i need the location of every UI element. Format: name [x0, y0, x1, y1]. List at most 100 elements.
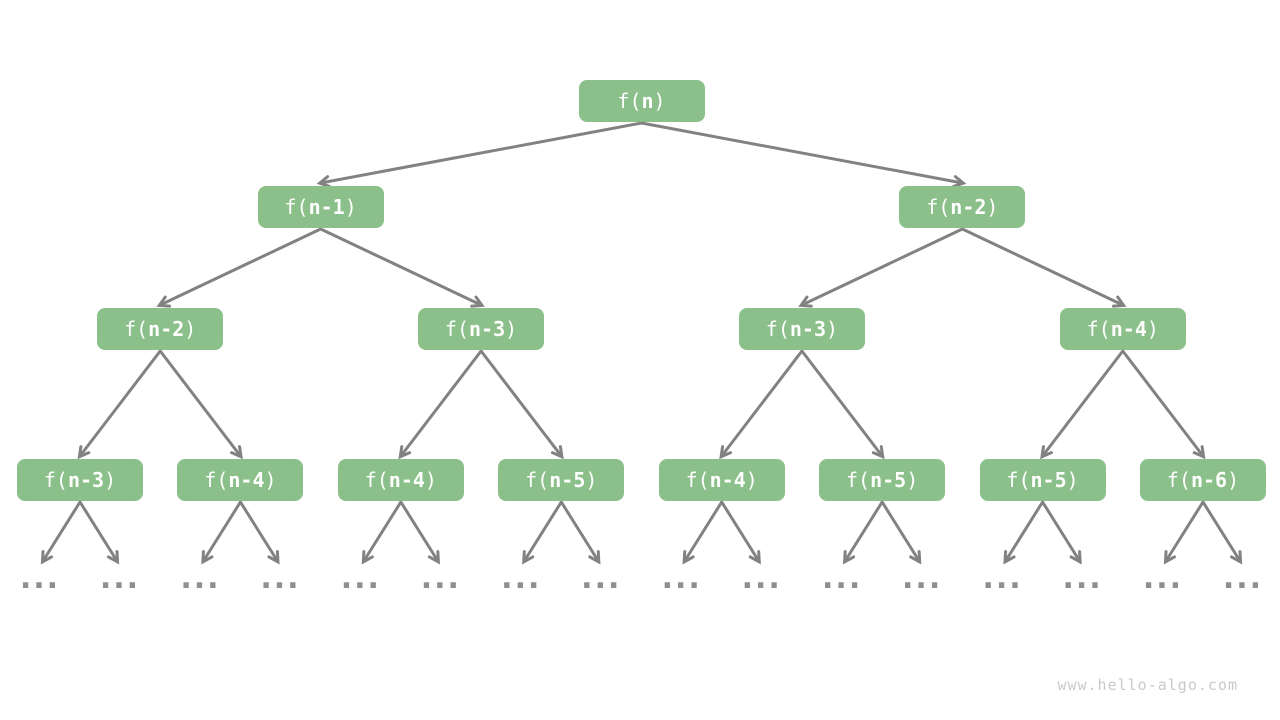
tree-edge	[316, 121, 643, 188]
node-label: n-6	[1190, 468, 1228, 492]
node-label: f(	[926, 195, 951, 219]
tree-edge	[1201, 500, 1243, 565]
ellipsis-dots: ...	[501, 561, 542, 596]
tree-edge	[640, 121, 967, 188]
tree-node-f-n-4: f(n-4)	[658, 459, 785, 501]
node-label: f(	[204, 468, 229, 492]
node-label: f(	[685, 468, 710, 492]
node-label: )	[264, 468, 277, 492]
node-label: )	[344, 195, 357, 219]
tree-node-f-n-5: f(n-5)	[979, 459, 1106, 501]
tree-edge	[1163, 500, 1205, 565]
node-label: f(	[1166, 468, 1191, 492]
node-label: f(	[1006, 468, 1031, 492]
node-label: f(	[284, 195, 309, 219]
node-label: n-4	[388, 468, 425, 492]
tree-node-f-n-3: f(n-3)	[738, 308, 865, 350]
node-label: n	[641, 89, 654, 113]
ellipsis-dots: ...	[1142, 561, 1184, 596]
node-label: )	[1227, 468, 1240, 492]
tree-node-f-n: f(n)	[578, 80, 705, 122]
tree-node-f-n-2: f(n-2)	[97, 308, 224, 350]
node-label: n-3	[789, 317, 826, 341]
node-label: )	[986, 195, 999, 219]
tree-edge	[201, 500, 242, 565]
tree-node-f-n-1: f(n-1)	[257, 186, 384, 228]
node-label: )	[104, 468, 117, 492]
tree-edge	[156, 227, 323, 308]
node-label: n-5	[870, 468, 907, 492]
tree-node-f-n-4: f(n-4)	[177, 459, 304, 501]
ellipsis-dots: ...	[19, 561, 61, 596]
tree-node-f-n-2: f(n-2)	[899, 186, 1026, 228]
tree-edge	[682, 500, 724, 565]
ellipsis-dots: ...	[340, 561, 381, 596]
tree-edge	[559, 500, 601, 565]
tree-node-f-n-6: f(n-6)	[1140, 459, 1266, 501]
tree-edge	[238, 500, 280, 565]
node-label: f(	[846, 468, 871, 492]
tree-edge	[1121, 349, 1206, 460]
tree-edge	[842, 500, 884, 565]
node-label: f(	[617, 89, 642, 113]
ellipsis-dots: ...	[581, 561, 622, 596]
node-label: )	[424, 468, 437, 492]
tree-edge	[398, 349, 483, 460]
node-label: n-5	[1030, 468, 1067, 492]
tree-node-f-n-4: f(n-4)	[337, 459, 464, 501]
node-label: )	[184, 317, 197, 341]
node-label: f(	[525, 468, 550, 492]
tree-edge	[361, 500, 403, 565]
node-label: n-4	[228, 468, 265, 492]
tree-node-f-n-3: f(n-3)	[17, 459, 143, 501]
tree-edge	[522, 500, 563, 565]
tree-edge	[960, 227, 1127, 308]
node-label: )	[906, 468, 919, 492]
tree-edge	[798, 227, 964, 308]
tree-edge	[158, 349, 243, 460]
node-label: f(	[765, 317, 790, 341]
node-label: )	[505, 317, 518, 341]
tree-edge	[1040, 349, 1125, 460]
tree-edge	[800, 349, 885, 460]
tree-node-f-n-4: f(n-4)	[1059, 308, 1186, 350]
tree-edge	[479, 349, 564, 460]
tree-edge	[40, 500, 82, 565]
node-label: f(	[444, 317, 470, 341]
node-label: n-3	[67, 468, 105, 492]
tree-edge	[1041, 500, 1082, 565]
ellipsis-dots: ...	[260, 561, 301, 596]
tree-edge	[880, 500, 922, 565]
node-label: n-1	[308, 195, 345, 219]
tree-edge	[319, 227, 485, 308]
tree-node-f-n-3: f(n-3)	[418, 308, 545, 350]
ellipsis-dots: ...	[822, 561, 863, 596]
ellipsis-dots: ...	[1222, 561, 1264, 596]
node-label: f(	[1086, 317, 1111, 341]
ellipsis-dots: ...	[1062, 561, 1103, 596]
node-label: )	[1066, 468, 1079, 492]
watermark: www.hello-algo.com	[1057, 676, 1238, 694]
node-label: )	[1146, 317, 1159, 341]
node-label: )	[826, 317, 839, 341]
node-label: n-2	[148, 317, 185, 341]
node-label: n-3	[469, 317, 506, 341]
tree-edge	[719, 349, 804, 460]
ellipsis-dots: ...	[982, 561, 1023, 596]
node-label: )	[653, 89, 666, 113]
node-label: f(	[124, 317, 149, 341]
node-label: n-4	[1110, 317, 1147, 341]
ellipsis-dots: ...	[741, 561, 782, 596]
node-label: n-4	[709, 468, 746, 492]
ellipsis-dots: ...	[180, 561, 221, 596]
ellipsis-dots: ...	[902, 561, 943, 596]
node-label: n-2	[950, 195, 987, 219]
node-label: f(	[43, 468, 68, 492]
ellipsis-dots: ...	[99, 561, 141, 596]
tree-edge	[720, 500, 761, 565]
node-label: n-5	[549, 468, 586, 492]
ellipsis-dots: ...	[661, 561, 702, 596]
